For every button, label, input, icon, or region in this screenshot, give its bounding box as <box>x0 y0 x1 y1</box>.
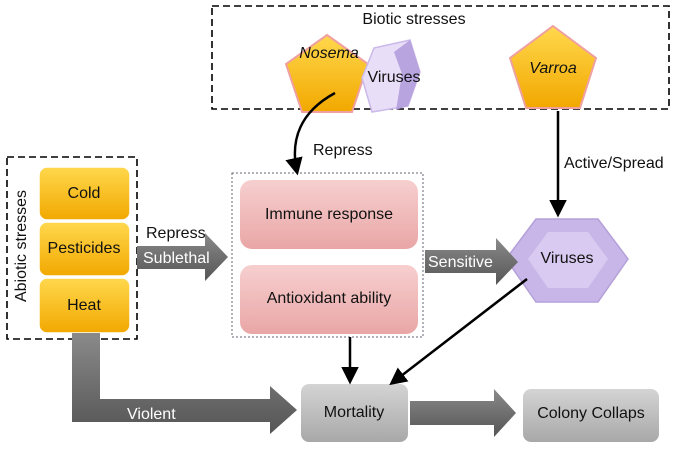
cold-label: Cold <box>68 185 101 202</box>
sensitive-label: Sensitive <box>428 254 493 271</box>
sensitive-arrow <box>425 238 518 285</box>
colony-collapse-box <box>523 389 659 442</box>
violent-arrow <box>72 333 297 434</box>
abiotic-stresses-group: Abiotic stresses Cold Pesticides Heat <box>6 156 138 340</box>
immune-response-label: Immune response <box>265 206 393 223</box>
viruses-to-mortality-arrow <box>389 278 528 386</box>
nosema-label: Nosema <box>299 45 359 62</box>
mortality-box <box>301 384 408 442</box>
repress-top-arrow <box>285 91 336 176</box>
biotic-stresses-title: Biotic stresses <box>362 11 465 28</box>
colony-collapse-label: Colony Collaps <box>537 405 645 422</box>
repress-left-label: Repress <box>146 225 206 242</box>
antioxidant-ability-box <box>240 265 418 334</box>
viruses-node: Viruses <box>505 218 629 303</box>
pesticides-box <box>38 221 131 277</box>
collapse-arrow <box>410 389 516 437</box>
viruses-node-label: Viruses <box>540 250 593 267</box>
active-spread-label: Active/Spread <box>564 155 664 172</box>
immune-response-box <box>240 180 418 249</box>
viruses-biotic-label: Viruses <box>367 69 420 86</box>
antioxidant-ability-label: Antioxidant ability <box>267 290 392 307</box>
biotic-stresses-group: Biotic stresses Nosema Viruses Varroa <box>211 5 670 113</box>
biotic-stresses-box <box>211 5 670 110</box>
viruses-biotic-icon <box>361 39 421 113</box>
abiotic-stresses-title: Abiotic stresses <box>13 190 30 302</box>
varroa-pentagon-icon <box>508 24 598 109</box>
varroa-label: Varroa <box>529 60 577 77</box>
cold-box <box>38 166 131 221</box>
nosema-pentagon-icon <box>284 33 370 113</box>
repress-top-label: Repress <box>313 142 373 159</box>
sublethal-arrow <box>137 233 228 281</box>
mortality-label: Mortality <box>324 404 384 421</box>
sublethal-label: Sublethal <box>143 250 210 267</box>
violent-label: Violent <box>127 406 176 423</box>
pesticides-label: Pesticides <box>48 240 121 257</box>
effects-frame <box>231 172 424 338</box>
effects-group: Immune response Antioxidant ability <box>231 172 424 338</box>
heat-label: Heat <box>67 297 101 314</box>
